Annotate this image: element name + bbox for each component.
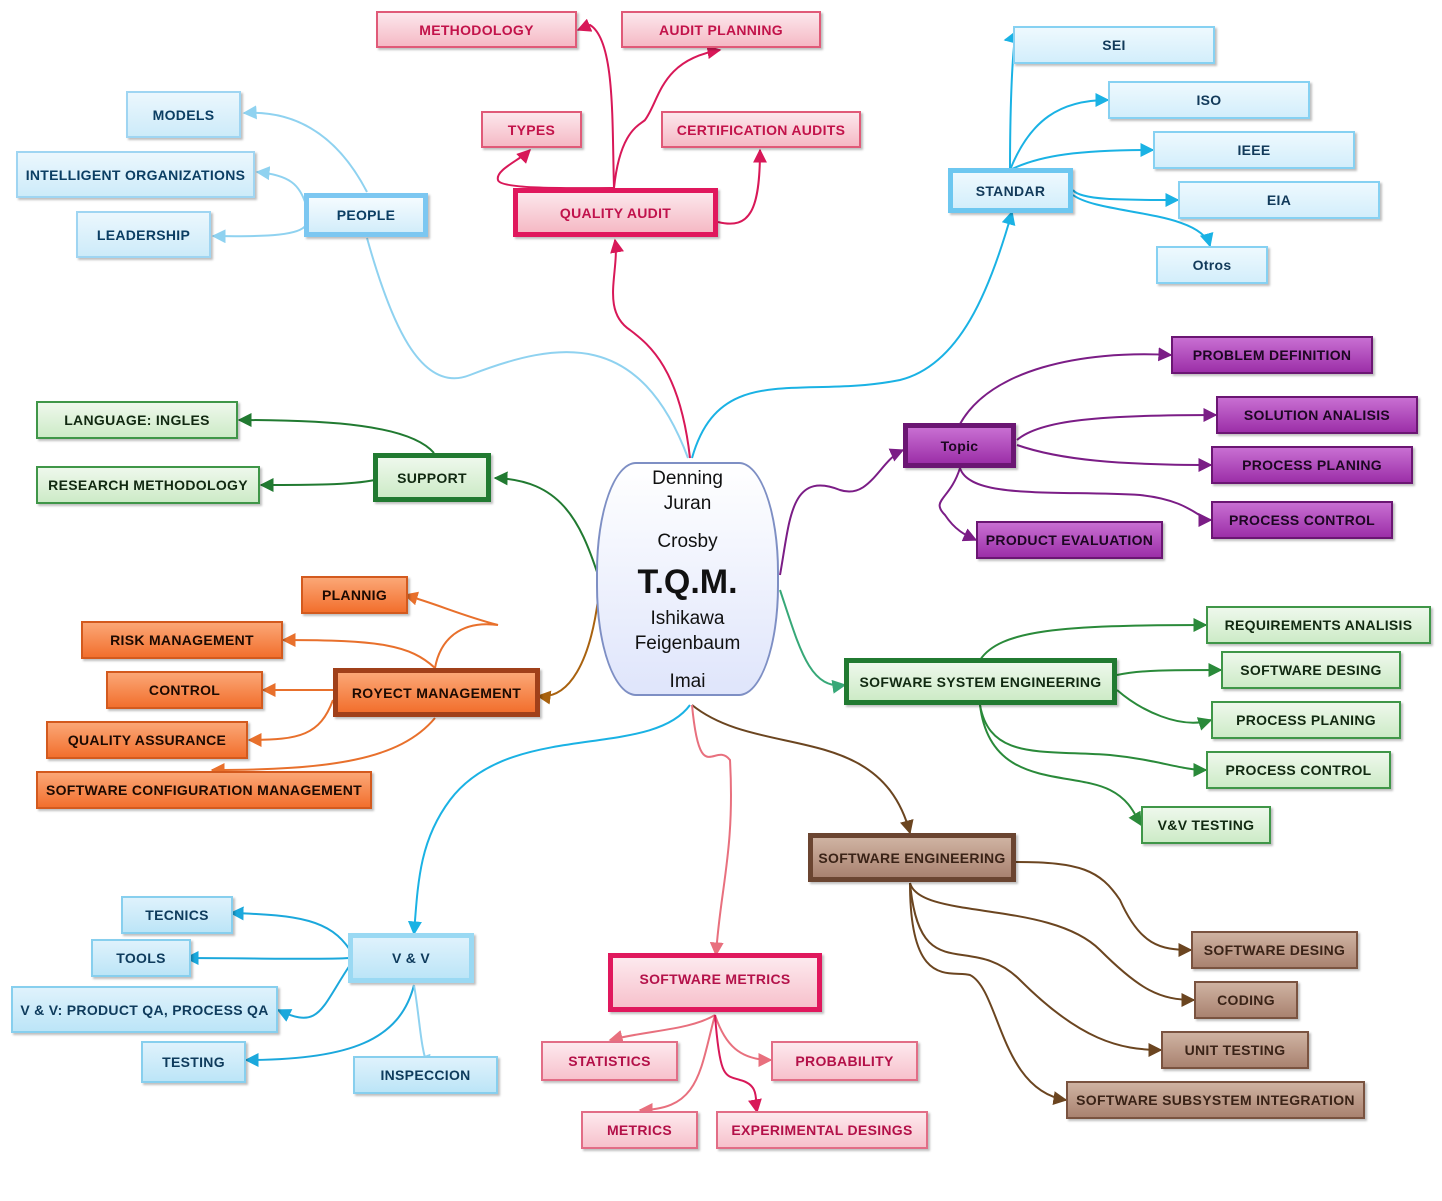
node-audit-planning[interactable]: AUDIT PLANNING (621, 11, 821, 48)
center-name-feigenbaum: Feigenbaum (634, 633, 741, 654)
node-software-metrics[interactable]: SOFTWARE METRICS (608, 953, 822, 1012)
node-software-engineering[interactable]: SOFTWARE ENGINEERING (808, 833, 1016, 882)
center-name-denning: Denning (652, 468, 723, 489)
center-title: T.Q.M. (637, 563, 738, 601)
node-support[interactable]: SUPPORT (373, 453, 491, 502)
node-topic[interactable]: Topic (903, 423, 1016, 468)
link-center-sse (779, 589, 847, 694)
node-ieee[interactable]: IEEE (1153, 131, 1355, 169)
node-methodology[interactable]: METHODOLOGY (376, 11, 577, 48)
node-standar[interactable]: STANDAR (948, 168, 1073, 213)
link-center-people (366, 237, 689, 459)
node-control[interactable]: CONTROL (106, 671, 263, 709)
node-tecnics[interactable]: TECNICS (121, 896, 233, 934)
node-coding[interactable]: CODING (1194, 981, 1298, 1019)
node-risk-management[interactable]: RISK MANAGEMENT (81, 621, 283, 659)
node-types[interactable]: TYPES (481, 111, 582, 148)
node-software-desing-se[interactable]: SOFTWARE DESING (1191, 931, 1358, 969)
node-process-control-sse[interactable]: PROCESS CONTROL (1206, 751, 1391, 789)
node-vv-product-qa-process-qa[interactable]: V & V: PRODUCT QA, PROCESS QA (11, 986, 278, 1033)
node-problem-definition[interactable]: PROBLEM DEFINITION (1171, 336, 1373, 374)
link-center-vv (407, 704, 691, 936)
center-name-imai: Imai (669, 671, 706, 692)
node-language-ingles[interactable]: LANGUAGE: INGLES (36, 401, 238, 439)
link-center-quality-audit (610, 238, 691, 459)
node-royect-management[interactable]: ROYECT MANAGEMENT (333, 668, 540, 717)
node-sei[interactable]: SEI (1013, 26, 1215, 64)
node-statistics[interactable]: STATISTICS (541, 1041, 678, 1081)
center-name-crosby: Crosby (657, 531, 718, 552)
node-unit-testing[interactable]: UNIT TESTING (1161, 1031, 1309, 1069)
center-name-juran: Juran (663, 493, 712, 514)
link-center-se (691, 704, 914, 835)
node-probability[interactable]: PROBABILITY (771, 1041, 918, 1081)
node-quality-audit[interactable]: QUALITY AUDIT (513, 188, 718, 237)
node-vv-testing[interactable]: V&V TESTING (1141, 806, 1271, 844)
link-center-support (493, 471, 599, 576)
node-product-evaluation[interactable]: PRODUCT EVALUATION (976, 521, 1163, 559)
node-research-methodology[interactable]: RESEARCH METHODOLOGY (36, 466, 260, 504)
node-software-configuration-management[interactable]: SOFTWARE CONFIGURATION MANAGEMENT (36, 771, 372, 809)
node-process-planing-sse[interactable]: PROCESS PLANING (1211, 701, 1401, 739)
node-sofware-system-engineering[interactable]: SOFWARE SYSTEM ENGINEERING (844, 658, 1117, 705)
node-eia[interactable]: EIA (1178, 181, 1380, 219)
link-center-topic (779, 448, 905, 576)
node-certification-audits[interactable]: CERTIFICATION AUDITS (661, 111, 861, 148)
node-tools[interactable]: TOOLS (91, 939, 191, 977)
node-iso[interactable]: ISO (1108, 81, 1310, 119)
node-intelligent-organizations[interactable]: INTELLIGENT ORGANIZATIONS (16, 151, 255, 198)
node-metrics[interactable]: METRICS (581, 1111, 698, 1149)
node-leadership[interactable]: LEADERSHIP (76, 211, 211, 258)
center-name-ishikawa: Ishikawa (650, 608, 725, 629)
center-node-tqm[interactable]: Denning Juran Crosby T.Q.M. Ishikawa Fei… (596, 462, 779, 696)
node-vv[interactable]: V & V (348, 933, 474, 983)
node-process-planing-topic[interactable]: PROCESS PLANING (1211, 446, 1413, 484)
node-experimental-desings[interactable]: EXPERIMENTAL DESINGS (716, 1111, 928, 1149)
node-people[interactable]: PEOPLE (304, 193, 428, 237)
node-software-desing-sse[interactable]: SOFTWARE DESING (1221, 651, 1401, 689)
link-center-standar (691, 210, 1016, 459)
node-process-control-topic[interactable]: PROCESS CONTROL (1211, 501, 1393, 539)
node-solution-analisis[interactable]: SOLUTION ANALISIS (1216, 396, 1418, 434)
link-center-royect (536, 599, 599, 705)
node-quality-assurance[interactable]: QUALITY ASSURANCE (46, 721, 248, 759)
node-plannig[interactable]: PLANNIG (301, 576, 408, 614)
node-testing[interactable]: TESTING (141, 1041, 246, 1083)
node-software-subsystem-integration[interactable]: SOFTWARE SUBSYSTEM INTEGRATION (1066, 1081, 1365, 1119)
node-models[interactable]: MODELS (126, 91, 241, 138)
link-center-metrics (691, 704, 733, 957)
node-otros[interactable]: Otros (1156, 246, 1268, 284)
node-inspeccion[interactable]: INSPECCION (353, 1056, 498, 1094)
node-requirements-analisis[interactable]: REQUIREMENTS ANALISIS (1206, 606, 1431, 644)
